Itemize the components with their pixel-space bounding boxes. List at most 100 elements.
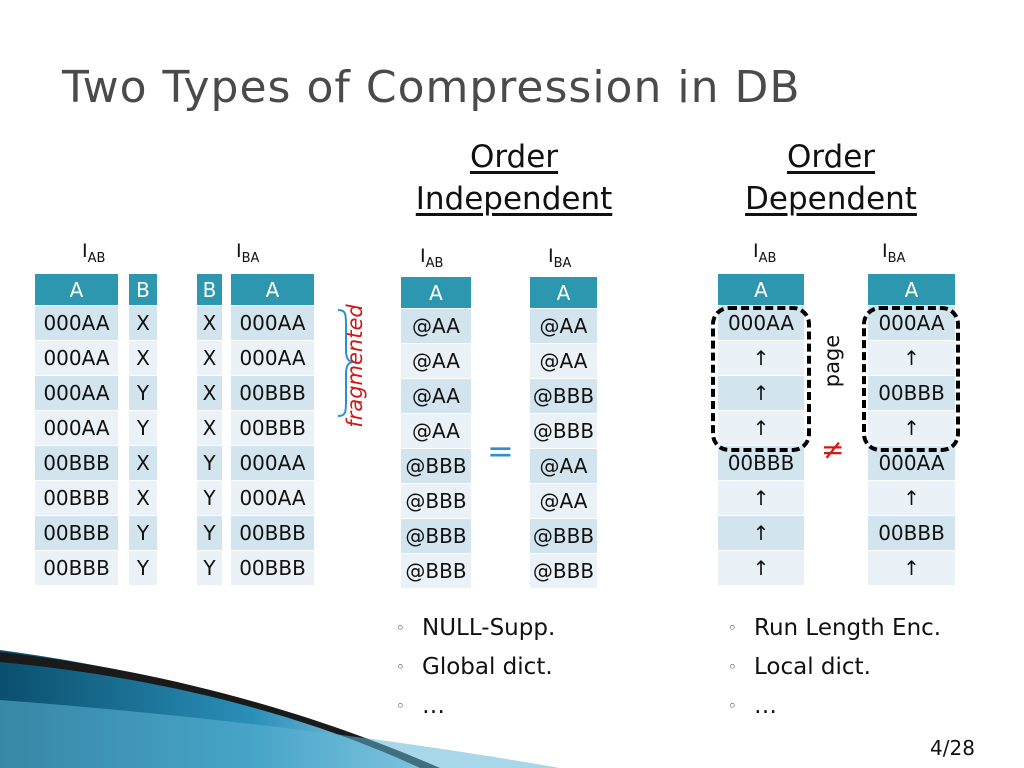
table-cell: @BBB — [530, 414, 597, 449]
table-cell: 000AA — [35, 341, 118, 376]
table-cell: ↑ — [718, 551, 804, 586]
table-cell: Y — [197, 446, 222, 481]
table-cell: 00BBB — [868, 516, 955, 551]
table-cell: X — [129, 446, 157, 481]
table-cell: 000AA — [231, 306, 314, 341]
heading-order-dependent: Order Dependent — [720, 136, 942, 220]
bullet-marker-icon: ◦ — [396, 697, 405, 715]
table-cell: X — [197, 376, 222, 411]
heading-order-independent-line2: Independent — [415, 181, 613, 217]
not-equal-sign: ≠ — [821, 433, 845, 466]
table-cell: ↑ — [868, 411, 955, 446]
table-cell: 000AA — [231, 446, 314, 481]
index-label-oi-ab: IAB — [420, 245, 444, 271]
table-cell: Y — [129, 516, 157, 551]
table-cell: 000AA — [231, 481, 314, 516]
column-header: A — [868, 274, 955, 306]
page-number: 4/28 — [930, 736, 975, 760]
table-cell: ↑ — [868, 551, 955, 586]
table-cell: ↑ — [718, 341, 804, 376]
table-cell: @BBB — [401, 519, 471, 554]
table-cell: X — [197, 341, 222, 376]
table-cell: ↑ — [718, 481, 804, 516]
bullet-list-order-independent: ◦NULL-Supp. ◦Global dict. ◦… — [396, 609, 555, 726]
table-cell: 000AA — [718, 306, 804, 341]
bullet-marker-icon: ◦ — [728, 619, 737, 637]
table-cell: X — [197, 306, 222, 341]
list-item: ◦NULL-Supp. — [396, 609, 555, 648]
table-cell: 00BBB — [231, 376, 314, 411]
table-cell: 00BBB — [231, 551, 314, 586]
index-label-raw-ba: IBA — [236, 240, 260, 266]
table-cell: @BBB — [401, 484, 471, 519]
bullet-marker-icon: ◦ — [396, 658, 405, 676]
column-header: A — [718, 274, 804, 306]
fragmented-label: fragmented — [343, 304, 367, 428]
bullet-list-order-dependent: ◦Run Length Enc. ◦Local dict. ◦… — [728, 609, 941, 726]
table-cell: ↑ — [718, 516, 804, 551]
table-cell: X — [197, 411, 222, 446]
table-cell: 00BBB — [231, 516, 314, 551]
column-header: A — [401, 277, 471, 309]
table-column-oi-ba-a: A@AA@AA@BBB@BBB@AA@AA@BBB@BBB — [530, 277, 597, 589]
list-item: ◦Run Length Enc. — [728, 609, 941, 648]
heading-order-dependent-line2: Dependent — [745, 181, 917, 217]
page-label: page — [820, 334, 844, 388]
table-cell: @AA — [401, 344, 471, 379]
table-cell: X — [129, 306, 157, 341]
heading-order-independent: Order Independent — [392, 136, 636, 220]
equal-sign: = — [487, 432, 514, 470]
table-cell: 000AA — [35, 376, 118, 411]
table-cell: @BBB — [401, 554, 471, 589]
table-cell: @AA — [530, 449, 597, 484]
table-cell: 000AA — [35, 306, 118, 341]
bullet-marker-icon: ◦ — [728, 658, 737, 676]
table-cell: @AA — [530, 484, 597, 519]
table-cell: @BBB — [401, 449, 471, 484]
table-cell: @BBB — [530, 379, 597, 414]
list-item: ◦… — [396, 687, 555, 726]
table-cell: 00BBB — [35, 481, 118, 516]
bullet-marker-icon: ◦ — [728, 697, 737, 715]
list-item: ◦… — [728, 687, 941, 726]
table-cell: Y — [129, 411, 157, 446]
table-cell: ↑ — [868, 481, 955, 516]
table-cell: Y — [197, 551, 222, 586]
column-header: A — [530, 277, 597, 309]
table-cell: ↑ — [718, 376, 804, 411]
list-item: ◦Global dict. — [396, 648, 555, 687]
table-cell: Y — [129, 376, 157, 411]
table-cell: @BBB — [530, 554, 597, 589]
table-cell: 000AA — [35, 411, 118, 446]
table-cell: Y — [129, 551, 157, 586]
table-cell: @AA — [401, 379, 471, 414]
table-cell: @AA — [530, 344, 597, 379]
table-cell: 00BBB — [35, 516, 118, 551]
table-cell: @BBB — [530, 519, 597, 554]
table-cell: 00BBB — [35, 446, 118, 481]
page-box-ab — [711, 306, 811, 452]
table-cell: 000AA — [868, 306, 955, 341]
table-cell: 00BBB — [35, 551, 118, 586]
index-label-raw-ab: IAB — [82, 240, 106, 266]
column-header: A — [35, 274, 118, 306]
slide-title: Two Types of Compression in DB — [62, 62, 801, 113]
page-box-ba — [862, 306, 960, 452]
table-cell: ↑ — [718, 411, 804, 446]
column-header: B — [197, 274, 222, 306]
table-cell: ↑ — [868, 341, 955, 376]
index-label-od-ab: IAB — [753, 240, 777, 266]
table-cell: @AA — [401, 309, 471, 344]
column-header: A — [231, 274, 314, 306]
table-cell: 00BBB — [868, 376, 955, 411]
table-cell: Y — [197, 481, 222, 516]
table-cell: 00BBB — [231, 411, 314, 446]
table-cell: X — [129, 481, 157, 516]
